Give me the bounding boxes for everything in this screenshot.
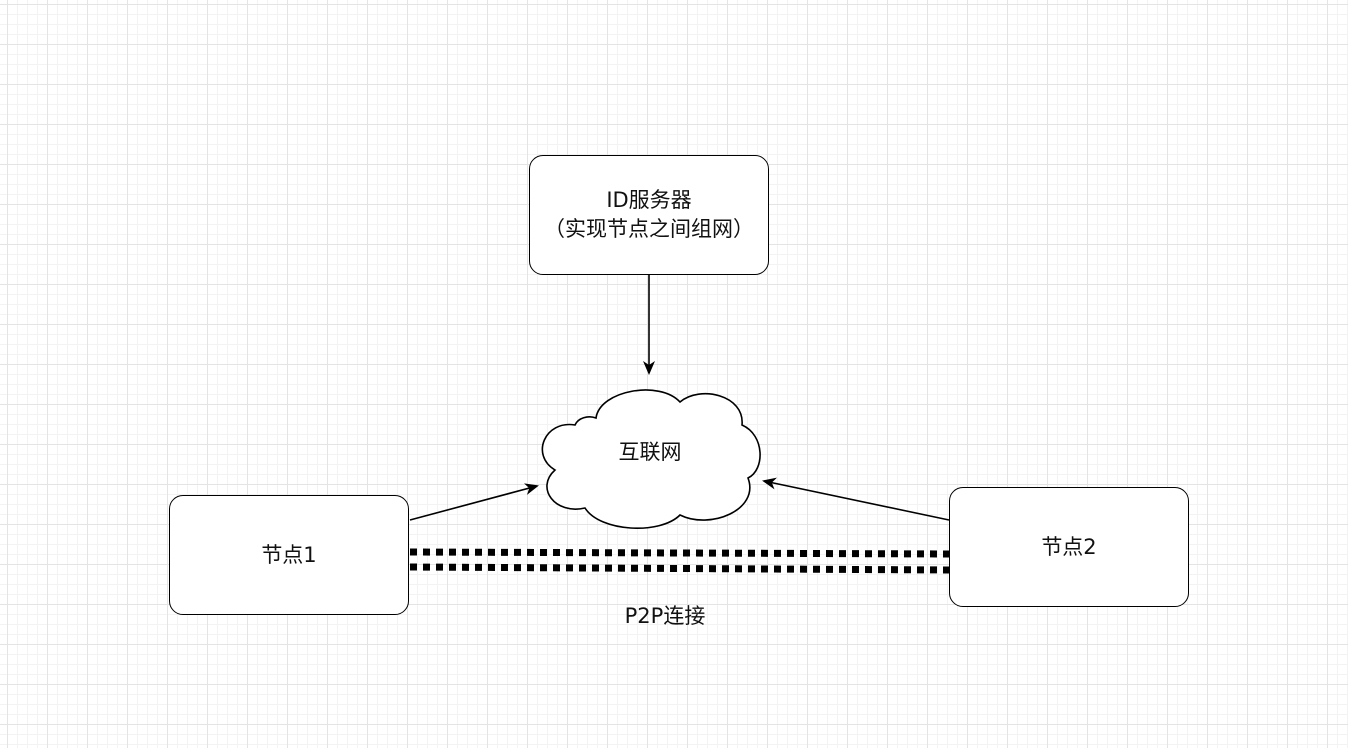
- arrow-node1-to-internet: [409, 483, 539, 521]
- node-1-label: 节点1: [261, 542, 317, 567]
- node-2-label: 节点2: [1041, 534, 1097, 559]
- internet-label: 互联网: [618, 440, 682, 464]
- p2p-connection-line-top: [409, 548, 950, 558]
- p2p-connection-label: P2P连接: [624, 604, 706, 628]
- node-2-box[interactable]: 节点2: [949, 487, 1189, 607]
- id-server-box[interactable]: ID服务器 （实现节点之间组网）: [529, 155, 769, 275]
- node-1-box[interactable]: 节点1: [169, 495, 409, 615]
- id-server-subtitle: （实现节点之间组网）: [544, 217, 754, 241]
- internet-cloud: [541, 389, 761, 530]
- p2p-connection-line-bottom: [409, 563, 950, 574]
- arrow-node2-to-internet: [762, 477, 950, 521]
- id-server-title: ID服务器: [606, 188, 692, 212]
